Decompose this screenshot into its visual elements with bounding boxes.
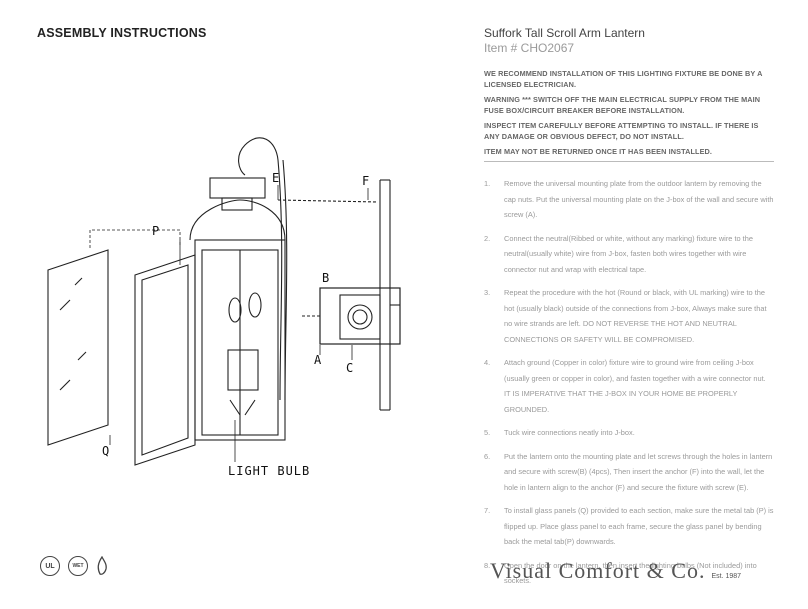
step-text: Remove the universal mounting plate from…	[504, 179, 774, 219]
lantern-door	[134, 254, 196, 466]
step-item: 2. Connect the neutral(Ribbed or white, w…	[484, 231, 774, 278]
glass-panel	[47, 249, 109, 446]
wet-location-icon: WET	[68, 556, 88, 576]
brand-logo: Visual Comfort & Co. Est. 1987	[490, 558, 741, 584]
step-item: 6. Put the lantern onto the mounting plat…	[484, 449, 774, 496]
step-number: 7.	[484, 506, 491, 515]
step-text: Repeat the procedure with the hot (Round…	[504, 288, 767, 344]
step-item: 4. Attach ground (Copper in color) fixtur…	[484, 355, 774, 417]
steps-list: 1. Remove the universal mounting plate fr…	[484, 176, 774, 589]
wall-outline	[379, 179, 391, 411]
step-text: Attach ground (Copper in color) fixture …	[504, 358, 766, 414]
mounting-plate	[300, 287, 401, 345]
label-f: F	[362, 174, 369, 188]
step-item: 8. Open the door on the lantern, then ins…	[484, 558, 774, 589]
product-title: Suffork Tall Scroll Arm Lantern	[484, 26, 645, 40]
step-text: Put the lantern onto the mounting plate …	[504, 451, 773, 492]
warning-inspect: INSPECT ITEM CAREFULLY BEFORE ATTEMPTING…	[484, 121, 759, 141]
step-number: 1.	[484, 179, 491, 188]
lantern-assembly-diagram: E F B P A C Q LIGHT BULB	[47, 137, 401, 478]
step-number: 4.	[484, 358, 491, 367]
step-text: Tuck wire connections neatly into J-box.	[504, 428, 635, 437]
step-text: Connect the neutral(Ribbed or white, wit…	[504, 233, 753, 274]
step-item: 1. Remove the universal mounting plate fr…	[484, 176, 774, 223]
label-e: E	[272, 171, 279, 185]
bulb-cluster	[227, 292, 262, 416]
label-p: P	[152, 224, 159, 238]
label-light-bulb: LIGHT BULB	[228, 464, 310, 478]
label-q: Q	[102, 444, 109, 458]
label-b: B	[322, 271, 329, 285]
instructions-column: Suffork Tall Scroll Arm Lantern Item # C…	[484, 26, 774, 597]
step-item: 5. Tuck wire connections neatly into J-bo…	[484, 425, 774, 441]
warning-no-return: ITEM MAY NOT BE RETURNED ONCE IT HAS BEE…	[484, 147, 713, 156]
leader-lines	[89, 185, 369, 462]
divider	[484, 161, 774, 162]
label-a: A	[314, 353, 322, 367]
ul-listed-icon: UL	[40, 556, 60, 576]
flame-icon	[97, 556, 107, 575]
step-number: 5.	[484, 428, 491, 437]
step-number: 2.	[484, 233, 491, 243]
scroll-arm	[238, 137, 379, 401]
certification-logos: UL WET	[40, 556, 108, 576]
step-number: 3.	[484, 288, 491, 297]
label-c: C	[346, 361, 353, 375]
page-heading: ASSEMBLY INSTRUCTIONS	[37, 26, 207, 40]
step-item: 7. To install glass panels (Q) provided t…	[484, 503, 774, 550]
brand-established: Est. 1987	[711, 573, 742, 580]
item-number: Item # CHO2067	[484, 41, 575, 55]
lantern-body	[189, 177, 286, 441]
warning-electrician: WE RECOMMEND INSTALLATION OF THIS LIGHTI…	[484, 69, 763, 89]
step-item: 3. Repeat the procedure with the hot (Rou…	[484, 285, 774, 347]
warning-switch-off: WARNING *** SWITCH OFF THE MAIN ELECTRIC…	[484, 95, 761, 115]
brand-name: Visual Comfort & Co.	[490, 558, 706, 583]
step-text: To install glass panels (Q) provided to …	[504, 506, 774, 546]
step-number: 6.	[484, 451, 491, 461]
step-number: 8.	[484, 560, 491, 570]
step-text: Open the door on the lantern, then inser…	[504, 560, 757, 586]
